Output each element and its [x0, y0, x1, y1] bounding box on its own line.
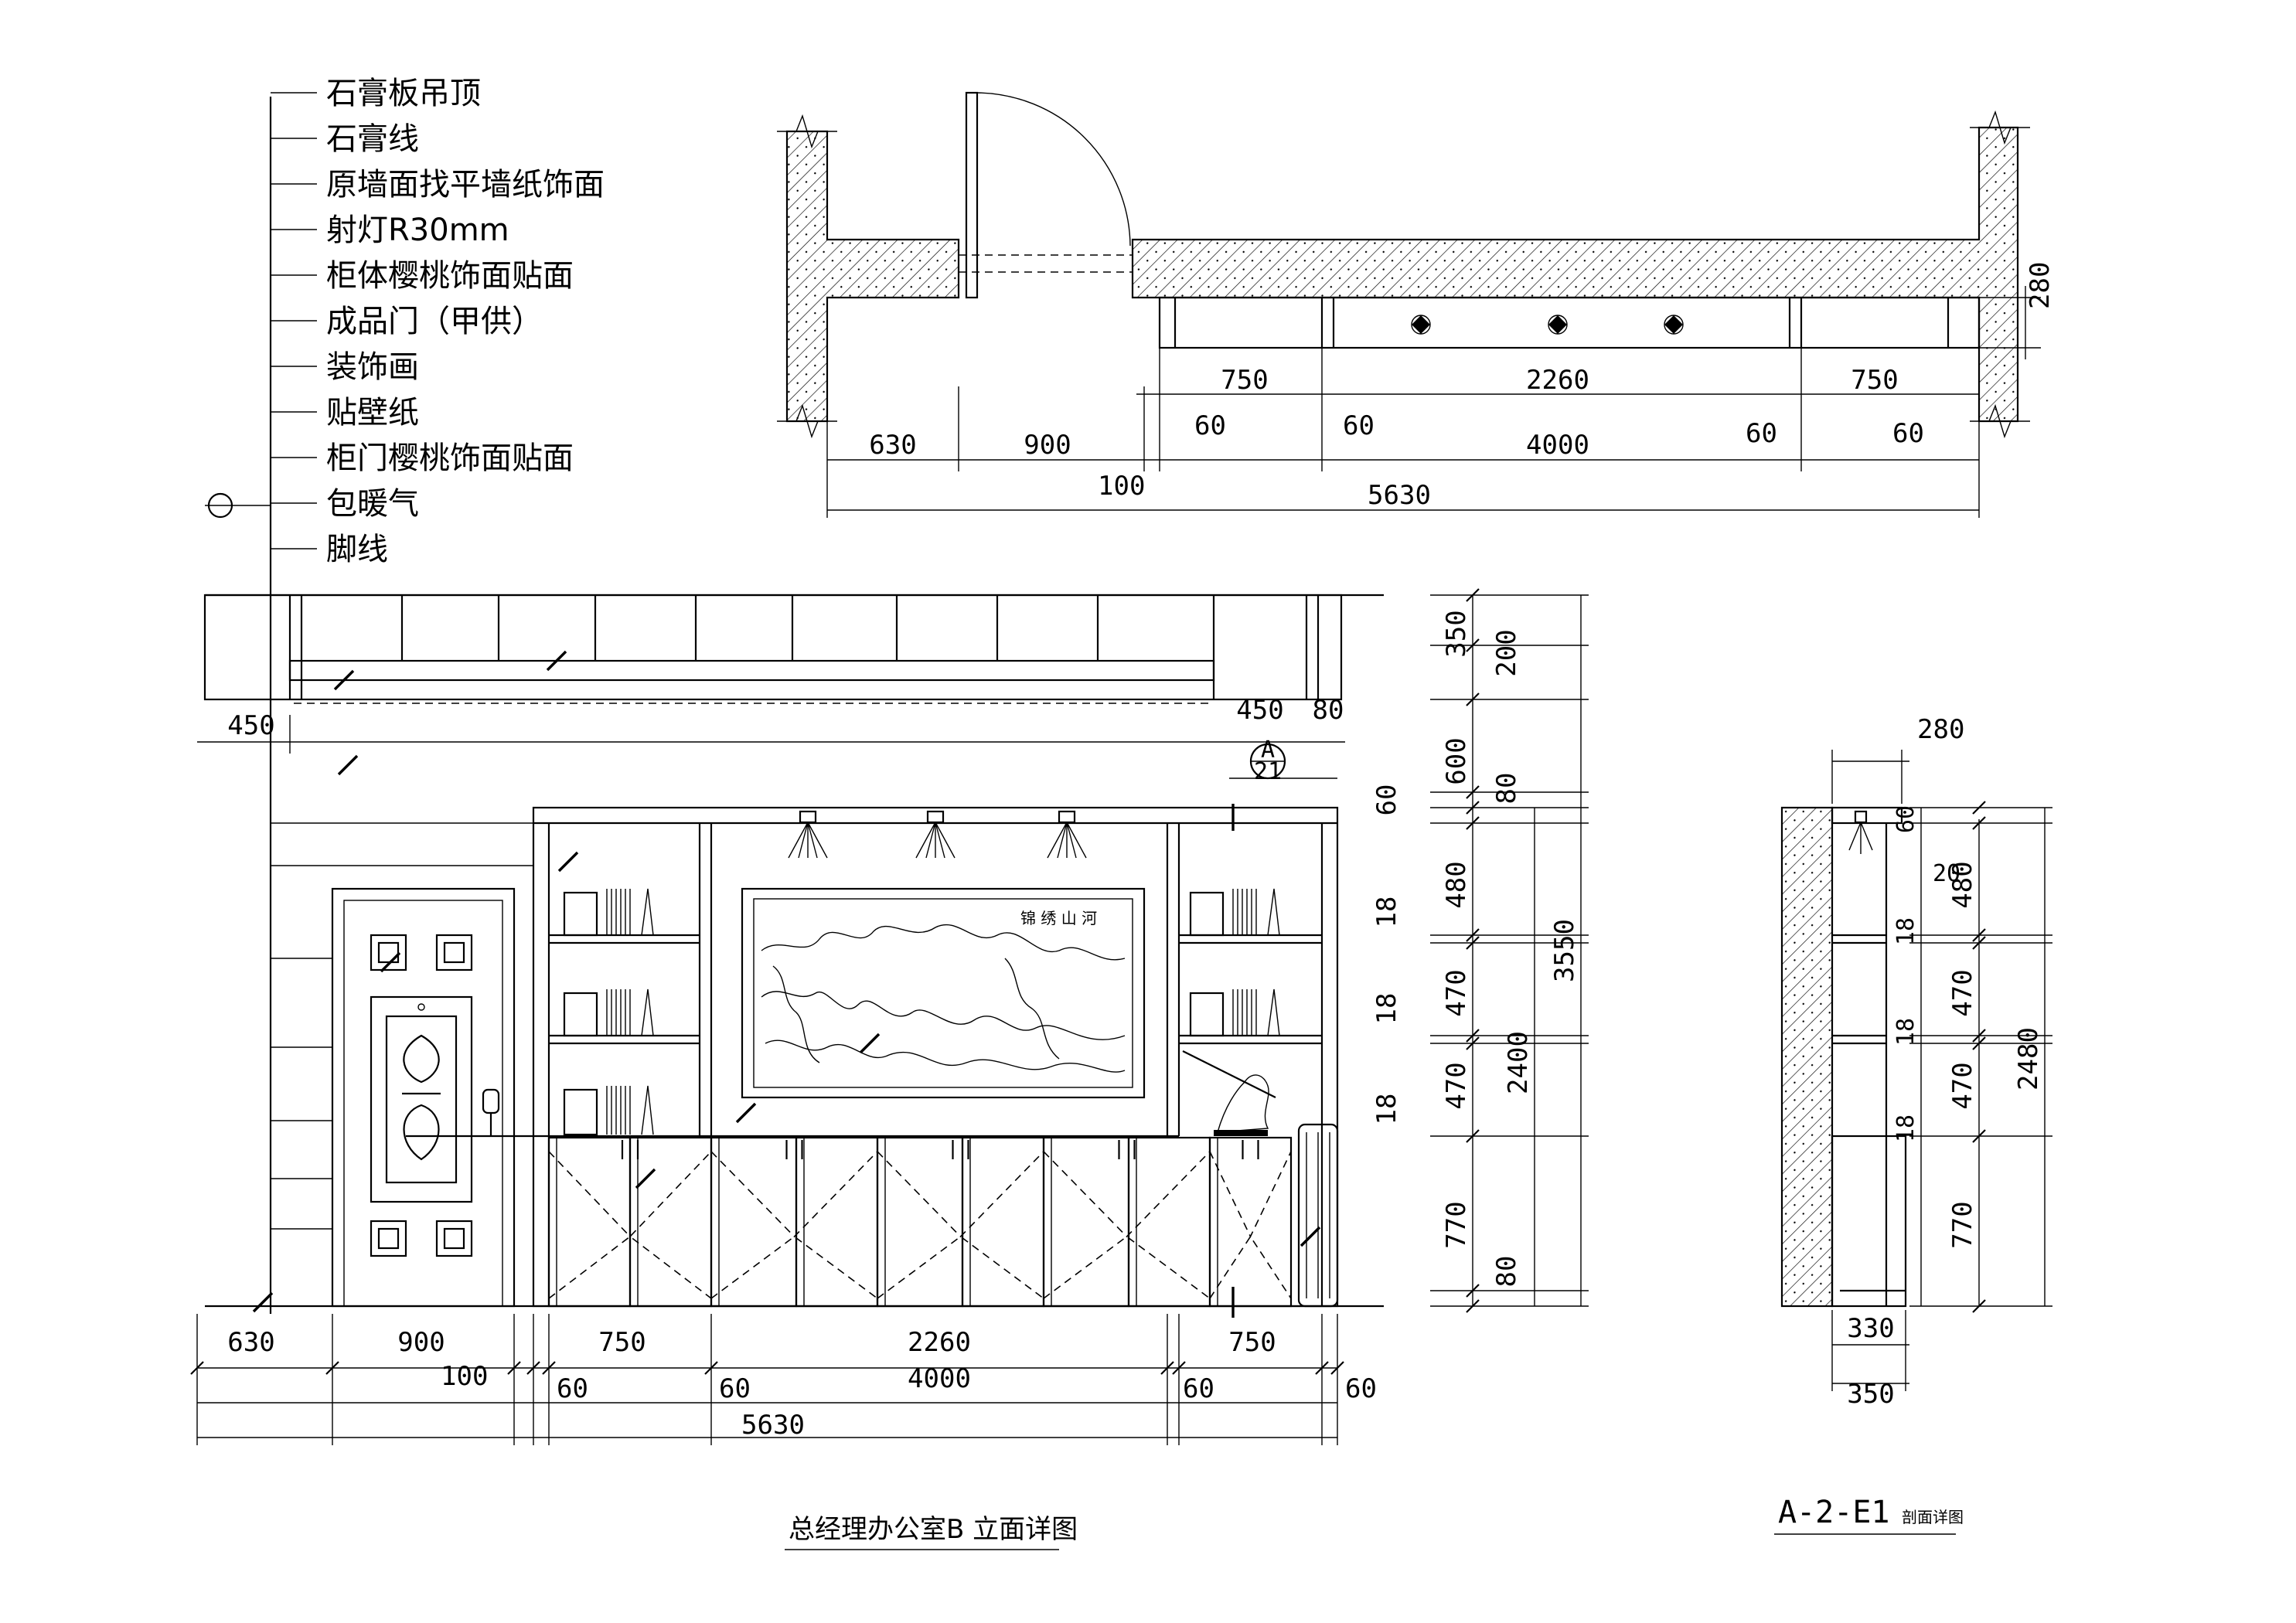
- ceiling-plan-section: 750 2260 750 630 900 4000 60 60 60 60 10…: [777, 91, 2056, 518]
- section-dim-bottom: 330: [1847, 1313, 1894, 1344]
- legend-item: 原墙面找平墙纸饰面: [326, 167, 605, 202]
- section-wall: [1780, 806, 1834, 1308]
- section-dim-a: 18: [1892, 1114, 1920, 1142]
- door-handle-icon: [482, 1088, 500, 1114]
- plan-dim-row1: 2260: [1526, 365, 1589, 396]
- elev-right-dim: 470: [1441, 969, 1472, 1016]
- plan-dim-small: 60: [1892, 418, 1924, 449]
- legend-item: 装饰画: [326, 349, 419, 385]
- elev-dim-top: 450: [227, 710, 274, 741]
- elev-dim-top: 80: [1313, 695, 1344, 726]
- elev-dim-row1: 2260: [908, 1327, 971, 1358]
- plan-spotlight-icon: [1411, 315, 1431, 335]
- elev-right-dim: 60: [1371, 784, 1402, 816]
- section-dim-bottom: 350: [1847, 1379, 1894, 1410]
- plan-spotlight-icon: [1664, 315, 1684, 335]
- elev-right-dim: 80: [1491, 1256, 1522, 1288]
- elev-dim-top: 450: [1236, 695, 1283, 726]
- plan-door-swing: [976, 92, 1131, 247]
- elev-dim-row1: 630: [227, 1327, 274, 1358]
- spotlight-icon: [1047, 810, 1087, 859]
- radiator-cover: [1297, 1123, 1339, 1308]
- decorative-painting: 锦 绣 山 河: [741, 887, 1146, 1099]
- elev-right-dim: 470: [1441, 1062, 1472, 1109]
- elev-dim-row2: 4000: [908, 1363, 971, 1394]
- section-spotlight-icon: [1848, 810, 1873, 854]
- plan-dim-row1: 750: [1221, 365, 1268, 396]
- legend-item: 贴壁纸: [326, 395, 419, 430]
- section-dim-a: 60: [1892, 805, 1920, 833]
- plan-dim-row2: 4000: [1526, 430, 1589, 461]
- legend-item: 柜体樱桃饰面贴面: [326, 258, 574, 294]
- legend-item: 石膏线: [326, 121, 419, 157]
- section-dim-b: 470: [1947, 969, 1978, 1016]
- section-title-suffix: 剖面详图: [1902, 1508, 1964, 1526]
- elev-dim-row2: 100: [441, 1361, 488, 1392]
- spotlight-icon: [788, 810, 828, 859]
- elev-right-dim: 18: [1371, 897, 1402, 928]
- plan-dim-small: 60: [1194, 410, 1226, 441]
- elev-dim-row2: 60: [557, 1373, 588, 1404]
- plan-spotlight-icon: [1548, 315, 1568, 335]
- section-dim-a: 18: [1892, 917, 1920, 945]
- elev-right-dim-3550: 3550: [1549, 919, 1580, 982]
- plan-dim-depth: 280: [2025, 262, 2056, 309]
- legend-item: 包暖气: [326, 486, 419, 522]
- elev-dim-row2: 60: [719, 1373, 751, 1404]
- plan-dim-small: 60: [1746, 418, 1777, 449]
- elev-dim-row2: 60: [1345, 1373, 1377, 1404]
- plan-dim-small: 60: [1343, 410, 1375, 441]
- elevation-title: 总经理办公室B 立面详图: [789, 1514, 1078, 1545]
- elev-dim-row1: 750: [598, 1327, 646, 1358]
- elev-right-dim: 18: [1371, 1094, 1402, 1125]
- elev-right-dim: 770: [1441, 1201, 1472, 1248]
- legend-item: 石膏板吊顶: [326, 76, 481, 111]
- plan-dim-row1: 750: [1851, 365, 1898, 396]
- section-detail: 280 60 20 18 18 18 480 470 470 770 2480 …: [1780, 714, 2052, 1410]
- elev-dim-row1: 900: [397, 1327, 445, 1358]
- plan-dim-row2: 630: [869, 430, 916, 461]
- section-dim-a: 18: [1892, 1018, 1920, 1046]
- section-dim-b: 770: [1947, 1201, 1978, 1248]
- section-callout: A 21: [1229, 737, 1337, 1318]
- elev-dim-row1: 750: [1228, 1327, 1276, 1358]
- elev-right-dim: 350: [1441, 610, 1472, 657]
- elev-right-dim: 200: [1491, 629, 1522, 676]
- plan-dim-row2: 900: [1024, 430, 1071, 461]
- plan-left-wall: [785, 130, 960, 423]
- legend-item: 成品门（甲供）: [326, 304, 543, 339]
- elev-dim-row2: 60: [1183, 1373, 1214, 1404]
- spotlight-icon: [915, 810, 956, 859]
- plan-dim-total: 5630: [1368, 480, 1431, 511]
- elev-right-dim: 18: [1371, 993, 1402, 1025]
- section-code: A-2-E1: [1778, 1495, 1890, 1530]
- elev-right-dim: 80: [1491, 773, 1522, 805]
- plan-dim-small: 100: [1098, 471, 1145, 502]
- decorative-sculpture: [1182, 1050, 1276, 1136]
- section-dim-a: 20: [1933, 860, 1960, 887]
- entry-door: [331, 887, 516, 1308]
- elev-right-dim-2400: 2400: [1503, 1031, 1534, 1094]
- elev-dim-total: 5630: [741, 1410, 805, 1441]
- elevation-view: 锦 绣 山 河 A 21: [190, 588, 1589, 1445]
- elev-right-dim: 480: [1441, 861, 1472, 908]
- elev-right-dim: 600: [1441, 737, 1472, 784]
- section-dim-overall: 2480: [2013, 1027, 2044, 1091]
- section-dim-b: 480: [1947, 861, 1978, 908]
- drawing-titles: 总经理办公室B 立面详图 A-2-E1 剖面详图: [785, 1495, 1964, 1550]
- callout-bottom: 21: [1254, 758, 1282, 785]
- legend-item: 射灯R30mm: [326, 213, 509, 248]
- section-dim-top: 280: [1917, 714, 1964, 745]
- plan-door-leaf: [965, 91, 979, 299]
- callout-top: A: [1261, 737, 1275, 764]
- legend-item: 脚线: [326, 532, 388, 567]
- painting-seal: 锦 绣 山 河: [1020, 909, 1097, 927]
- section-dim-b: 470: [1947, 1062, 1978, 1109]
- legend-item: 柜门樱桃饰面贴面: [326, 441, 574, 476]
